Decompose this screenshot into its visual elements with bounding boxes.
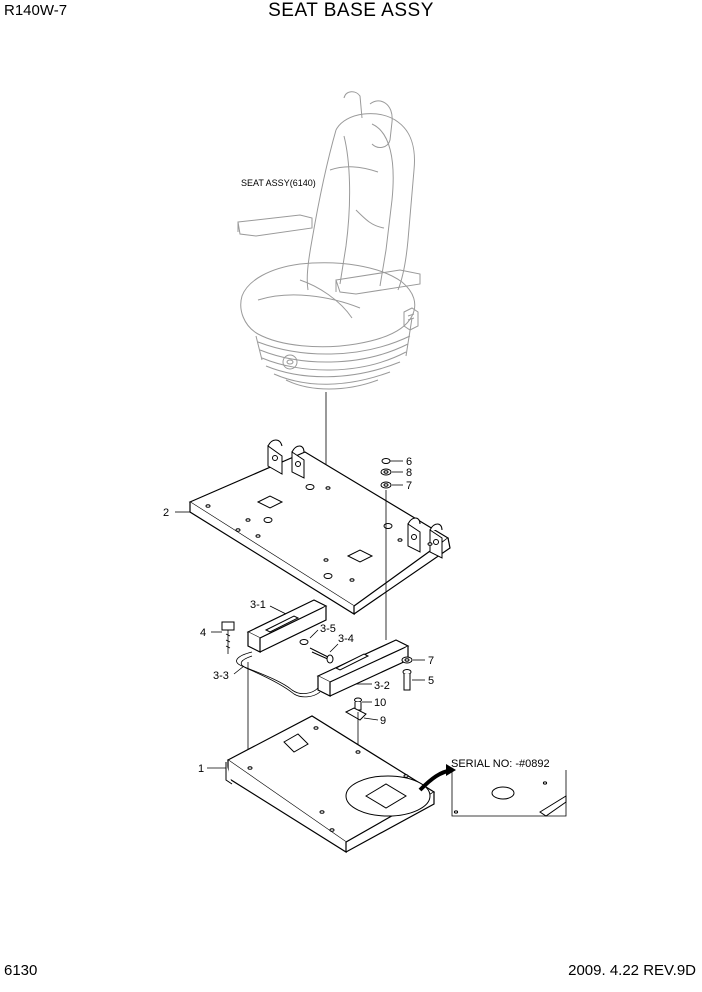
callout-8: 8 (406, 467, 412, 479)
callout-7-lower: 7 (428, 655, 434, 667)
hardware-stack (380, 458, 392, 640)
callout-3-3: 3-3 (213, 670, 229, 682)
serial-label: SERIAL NO: -#0892 (451, 758, 550, 770)
model-code: R140W-7 (4, 2, 68, 19)
callout-6: 6 (406, 456, 412, 468)
callout-7-upper: 7 (406, 480, 412, 492)
page-number: 6130 (4, 962, 38, 979)
serial-detail-box (451, 770, 567, 817)
callout-1: 1 (198, 763, 204, 775)
slide-rail-drawing (221, 599, 410, 698)
page-title: SEAT BASE ASSY (268, 0, 434, 21)
callout-3-5: 3-5 (320, 623, 336, 635)
callout-3-1: 3-1 (250, 599, 266, 611)
callout-3-2: 3-2 (374, 680, 390, 692)
bolt-5 (402, 669, 412, 691)
seat-assembly-drawing (237, 91, 421, 390)
callout-10: 10 (374, 697, 386, 709)
callout-9: 9 (380, 715, 386, 727)
callout-3-4: 3-4 (338, 633, 354, 645)
seat-assy-label: SEAT ASSY(6140) (241, 178, 316, 188)
revision-date: 2009. 4.22 REV.9D (568, 962, 696, 979)
bolt-10 (354, 697, 362, 711)
callouts: 2 6 8 7 3-1 3-5 3-4 4 3-3 3-2 7 5 10 9 1 (163, 456, 434, 775)
bracket-9 (344, 707, 367, 721)
callout-5: 5 (428, 675, 434, 687)
callout-4: 4 (200, 627, 206, 639)
callout-2: 2 (163, 507, 169, 519)
floor-plate-drawing (225, 715, 436, 854)
base-plate-drawing (188, 439, 451, 616)
